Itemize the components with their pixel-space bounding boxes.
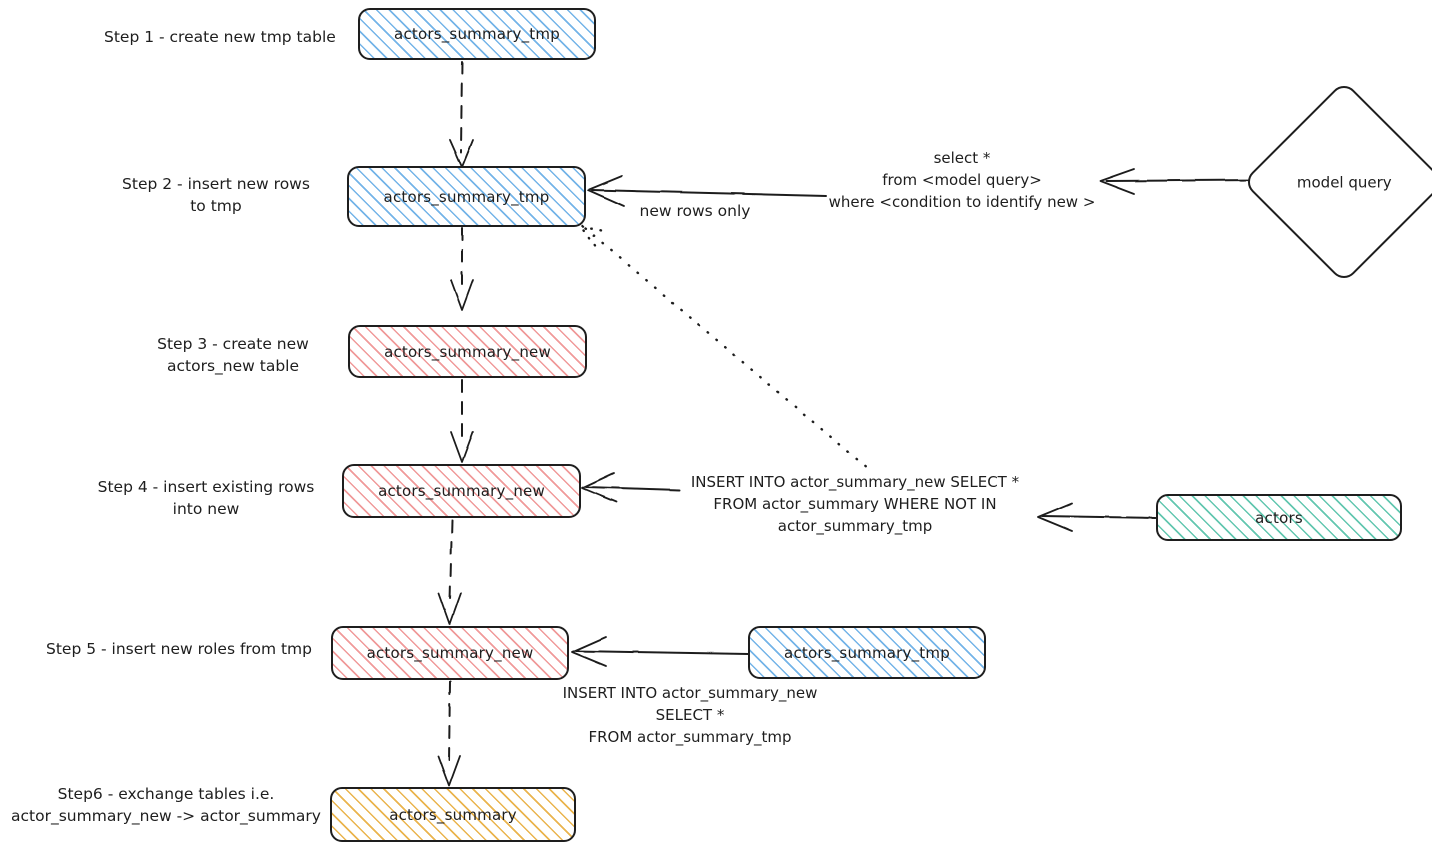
arrow-step1-to-step2 — [449, 61, 474, 168]
step-label-1: Step 1 - create new tmp table — [104, 28, 336, 46]
arrow-tmp-to-step5 — [571, 636, 749, 667]
step-label-6: Step6 - exchange tables i.e. actor_summa… — [11, 785, 321, 826]
arrow-insert-existing-to-step4 — [581, 472, 681, 503]
arrow-step4-to-step5 — [438, 519, 462, 625]
step-label-3: Step 3 - create new actors_new table — [157, 335, 309, 376]
dotted-link-step2-to-step4-sql — [580, 224, 874, 474]
annotation-insert-from-tmp-sql: INSERT INTO actor_summary_new SELECT * F… — [562, 684, 818, 746]
node-new-4-label: actors_summary_new — [378, 482, 545, 500]
annotation-insert-existing-sql: INSERT INTO actor_summary_new SELECT * F… — [690, 473, 1020, 535]
step-label-4: Step 4 - insert existing rows into new — [97, 478, 315, 519]
arrow-step3-to-step4 — [450, 379, 474, 463]
step-label-5: Step 5 - insert new roles from tmp — [46, 640, 312, 658]
arrow-model-query — [1099, 168, 1265, 195]
annotation-new-rows-only: new rows only — [639, 202, 751, 220]
arrow-actors-to-sql — [1037, 502, 1157, 532]
node-tmp-source-5[interactable]: actors_summary_tmp — [748, 626, 986, 679]
arrow-step5-to-step6 — [437, 681, 461, 787]
arrow-new-rows-only — [587, 175, 827, 207]
node-summary-6[interactable]: actors_summary — [330, 787, 576, 842]
node-tmp-source-5-label: actors_summary_tmp — [784, 643, 950, 662]
node-new-5[interactable]: actors_summary_new — [331, 626, 569, 680]
node-tmp-1[interactable]: actors_summary_tmp — [358, 8, 596, 60]
annotation-model-query-sql: select * from <model query> where <condi… — [828, 149, 1096, 211]
node-new-3-label: actors_summary_new — [384, 342, 551, 361]
node-new-5-label: actors_summary_new — [366, 644, 534, 662]
node-tmp-1-label: actors_summary_tmp — [394, 25, 560, 43]
node-actors[interactable]: actors — [1156, 494, 1402, 541]
node-tmp-2[interactable]: actors_summary_tmp — [347, 166, 586, 227]
arrow-step2-to-step3 — [450, 227, 474, 311]
node-summary-6-label: actors_summary — [389, 805, 517, 824]
node-model-query-label: model query — [1296, 173, 1392, 191]
node-new-4[interactable]: actors_summary_new — [342, 464, 581, 518]
node-actors-label: actors — [1255, 508, 1303, 527]
node-tmp-2-label: actors_summary_tmp — [383, 187, 550, 206]
node-new-3[interactable]: actors_summary_new — [348, 325, 587, 378]
step-label-2: Step 2 - insert new rows to tmp — [122, 175, 310, 216]
